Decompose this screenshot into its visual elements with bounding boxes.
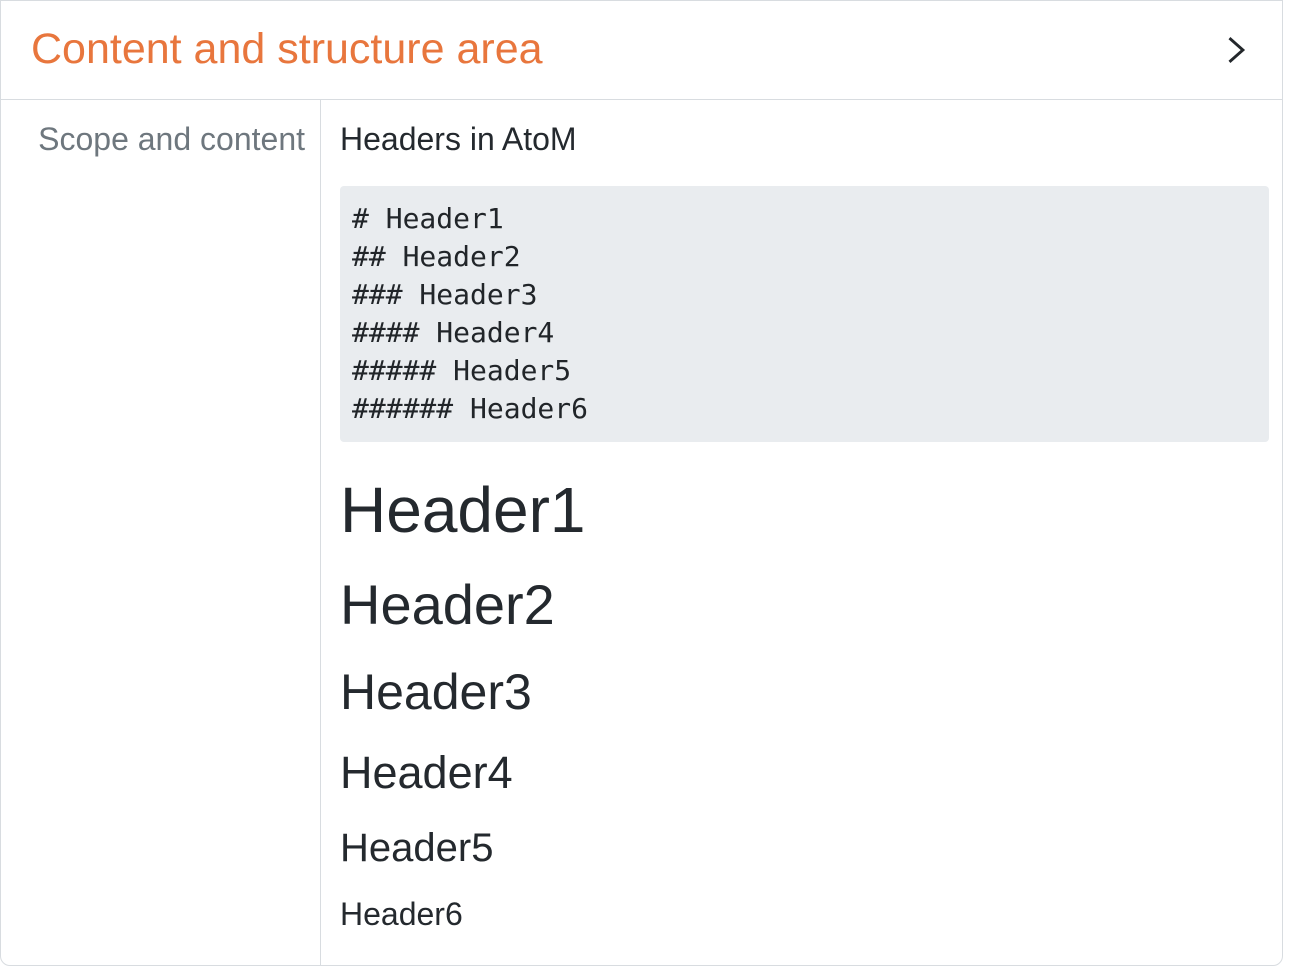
section-body: Scope and content Headers in AtoM # Head… xyxy=(1,100,1282,965)
field-label-column: Scope and content xyxy=(1,100,321,965)
section-title: Content and structure area xyxy=(31,25,543,74)
rendered-header-h6: Header6 xyxy=(340,895,463,932)
rendered-header-h3: Header3 xyxy=(340,663,532,720)
chevron-right-icon xyxy=(1216,31,1254,69)
code-line: ### Header3 xyxy=(352,277,538,311)
code-line: # Header1 xyxy=(352,201,504,235)
rendered-header-h2: Header2 xyxy=(340,572,555,636)
markdown-source-code-block: # Header1 ## Header2 ### Header3 #### Heade… xyxy=(340,185,1269,442)
section-accordion-toggle[interactable]: Content and structure area xyxy=(1,1,1282,100)
code-line: ## Header2 xyxy=(352,239,521,273)
rendered-header-h4: Header4 xyxy=(340,746,513,798)
code-line: ###### Header6 xyxy=(352,391,589,425)
rendered-header-h1: Header1 xyxy=(340,473,586,546)
code-line: ##### Header5 xyxy=(352,353,572,387)
rendered-header-h5: Header5 xyxy=(340,825,494,870)
code-line: #### Header4 xyxy=(352,315,555,349)
field-value-column: Headers in AtoM # Header1 ## Header2 ### H… xyxy=(321,100,1282,965)
field-label-scope-and-content: Scope and content xyxy=(38,121,305,157)
field-intro-text: Headers in AtoM xyxy=(340,121,577,157)
